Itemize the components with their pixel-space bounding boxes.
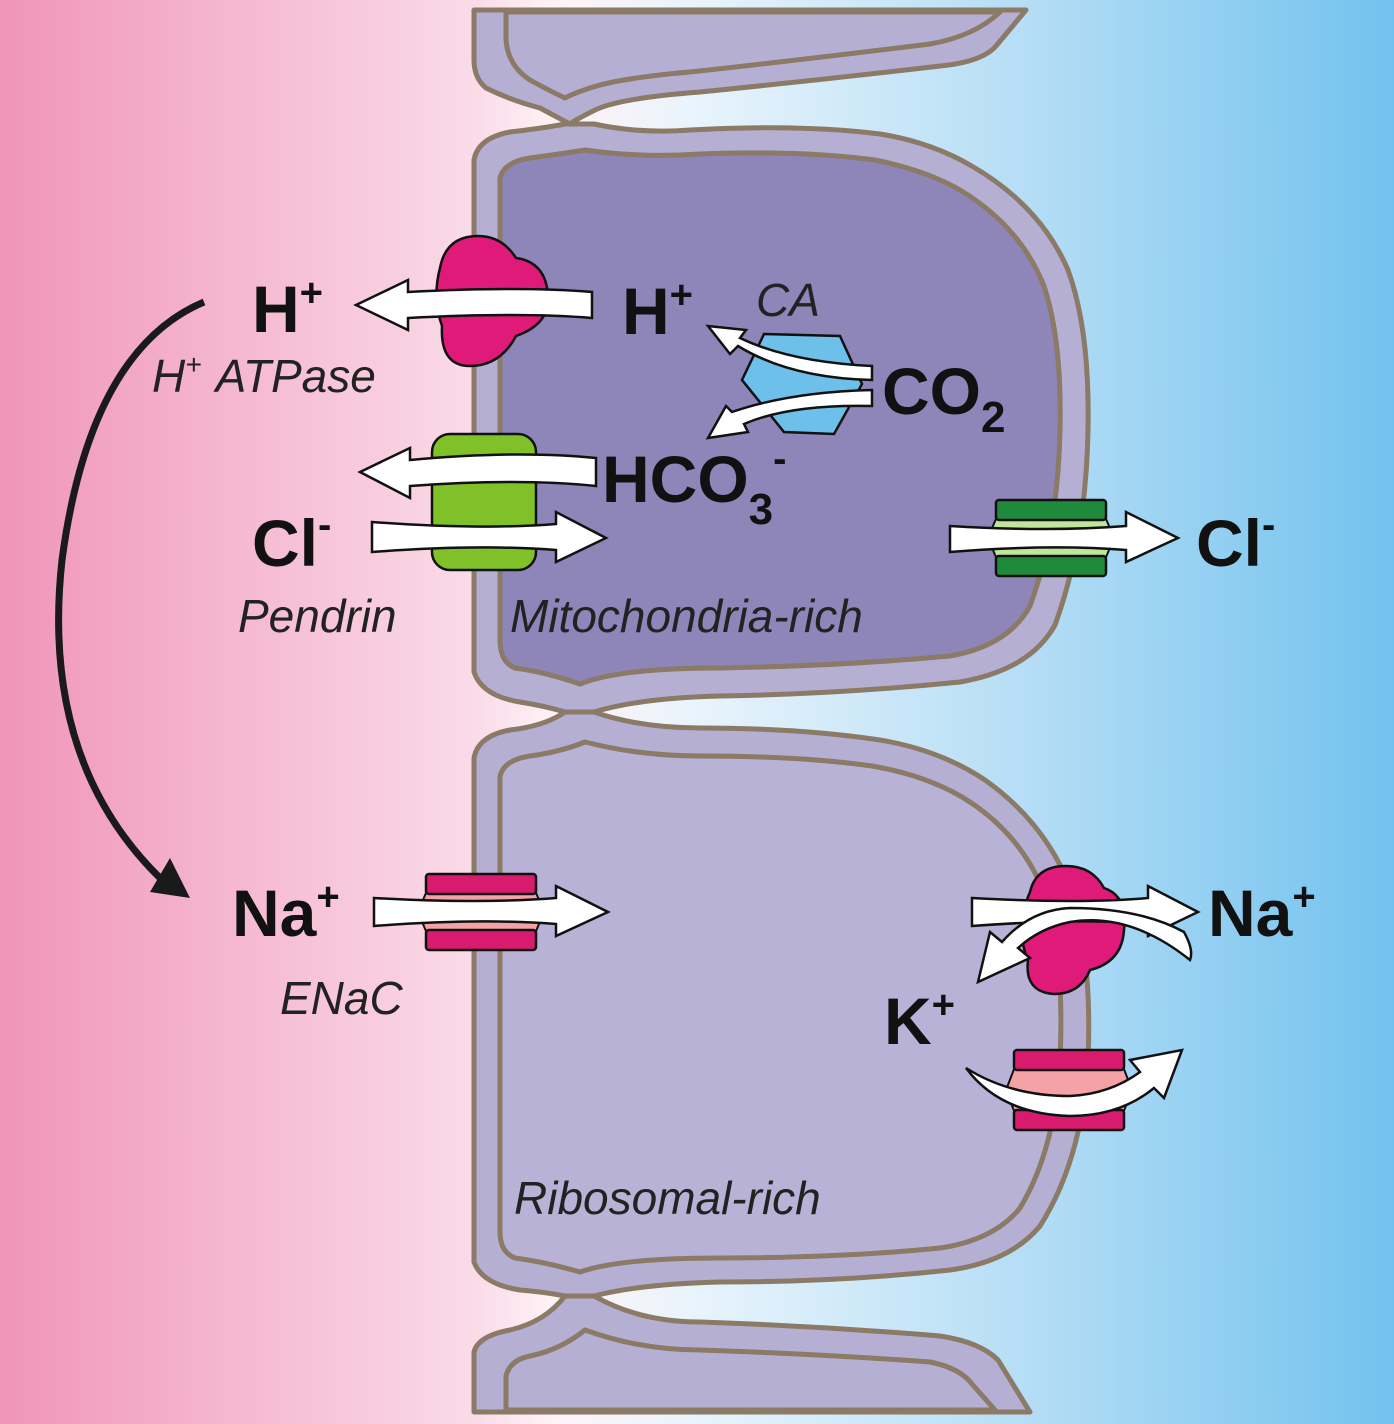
hco3-efflux-arrow <box>357 446 598 501</box>
label-na-basolateral: Na+ <box>1208 875 1316 950</box>
label-h-intracellular: H+ <box>622 273 693 348</box>
label-ca: CA <box>756 274 820 326</box>
label-cl-basolateral: Cl- <box>1196 503 1275 580</box>
label-cl-apical: Cl- <box>252 503 331 580</box>
bottom-cell-fragment <box>471 1293 1033 1415</box>
label-h-atpase: H+ATPase <box>152 349 376 402</box>
label-ribosomal-rich: Ribosomal-rich <box>514 1172 821 1224</box>
svg-text:H+: H+ <box>622 273 693 348</box>
label-pendrin: Pendrin <box>238 590 397 642</box>
label-na-apical: Na+ <box>232 875 340 950</box>
label-mitochondria-rich: Mitochondria-rich <box>510 590 863 642</box>
svg-text:Cl-: Cl- <box>1196 503 1275 580</box>
label-co2: CO2 <box>882 354 1005 442</box>
svg-text:H+ATPase: H+ATPase <box>152 349 376 402</box>
label-enac: ENaC <box>280 972 403 1024</box>
svg-text:K+: K+ <box>884 983 955 1058</box>
ca-to-h-arrow <box>705 324 874 382</box>
svg-text:H+: H+ <box>252 271 323 346</box>
h-to-na-curved-arrow <box>55 298 206 898</box>
svg-text:CO2: CO2 <box>882 354 1005 442</box>
label-h-apical: H+ <box>252 271 323 346</box>
svg-text:Cl-: Cl- <box>252 503 331 580</box>
svg-text:Na+: Na+ <box>1208 875 1316 950</box>
k-efflux-arrow <box>964 1048 1184 1118</box>
h-secretion-arrow <box>353 278 594 332</box>
label-k: K+ <box>884 983 955 1058</box>
ribosomal-rich-cell <box>471 709 1092 1299</box>
k-influx-arrow <box>976 906 1193 985</box>
cl-efflux-arrow <box>948 509 1181 564</box>
svg-text:Na+: Na+ <box>232 875 340 950</box>
ca-to-hco3-arrow <box>705 388 874 440</box>
na-influx-arrow <box>372 883 611 938</box>
top-cell-fragment <box>471 7 1029 127</box>
label-hco3: HCO3- <box>602 437 786 534</box>
svg-text:HCO3-: HCO3- <box>602 437 786 534</box>
cl-influx-arrow <box>370 509 609 564</box>
cl-channel <box>986 498 1116 578</box>
